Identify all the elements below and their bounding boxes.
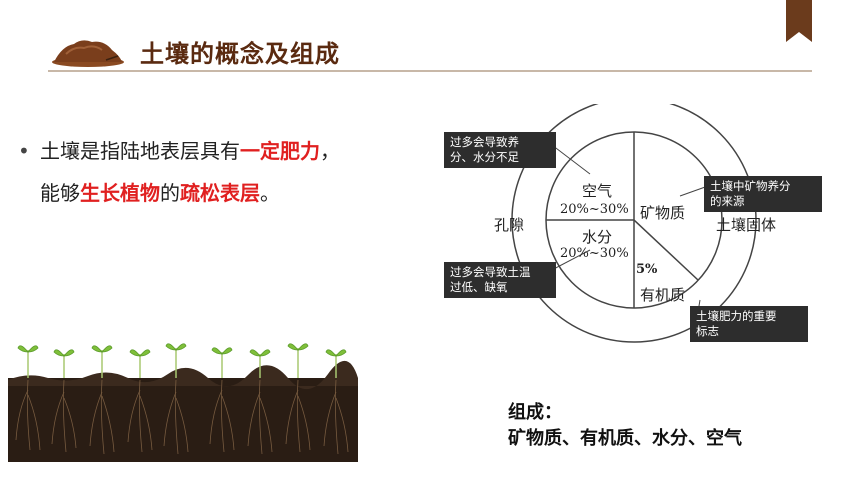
organic-percent: 5% [636, 262, 658, 277]
outer-circle [511, 104, 757, 343]
keyword-grow-plants: 生长植物 [80, 181, 160, 205]
title-divider [48, 70, 812, 72]
mineral-callout: 土壤中矿物养分 的来源 [704, 176, 822, 212]
definition-line-1: 土壤是指陆地表层具有一定肥力， [40, 130, 340, 172]
bookmark-icon [786, 0, 812, 42]
definition-part: ， [320, 139, 340, 163]
water-callout: 过多会导致土温 过低、缺氧 [444, 262, 556, 298]
mineral-label: 矿物质 [640, 204, 686, 222]
air-range: 20%~30% [560, 202, 629, 217]
keyword-loose-layer: 疏松表层 [180, 181, 260, 205]
soil-composition-diagram: 空气 20%~30% 水分 20%~30% 矿物质 5% 有机质 孔隙 土壤固体… [440, 104, 822, 344]
page-title: 土壤的概念及组成 [140, 40, 340, 68]
organic-callout: 土壤肥力的重要 标志 [690, 306, 808, 342]
keyword-fertility: 一定肥力 [240, 139, 320, 163]
solid-label: 土壤固体 [716, 216, 777, 234]
definition-part: 能够 [40, 181, 80, 205]
bullet-marker: • [18, 139, 30, 163]
definition-part: 的 [160, 181, 180, 205]
pore-label: 孔隙 [494, 216, 525, 234]
water-range: 20%~30% [560, 246, 629, 261]
definition-line-2: 能够生长植物的疏松表层。 [40, 172, 280, 214]
composition-items: 矿物质、有机质、水分、空气 [508, 428, 742, 449]
water-label: 水分 [582, 228, 613, 246]
air-callout: 过多会导致养 分、水分不足 [444, 132, 556, 168]
seedlings-soil-image [8, 343, 358, 462]
composition-summary: 组成： 矿物质、有机质、水分、空气 [508, 400, 742, 452]
organic-label: 有机质 [640, 286, 686, 304]
soil-pile-icon [52, 40, 124, 67]
composition-heading: 组成： [508, 402, 562, 423]
definition-part: 。 [260, 181, 280, 205]
air-label: 空气 [582, 182, 613, 200]
definition-part: 土壤是指陆地表层具有 [40, 139, 240, 163]
